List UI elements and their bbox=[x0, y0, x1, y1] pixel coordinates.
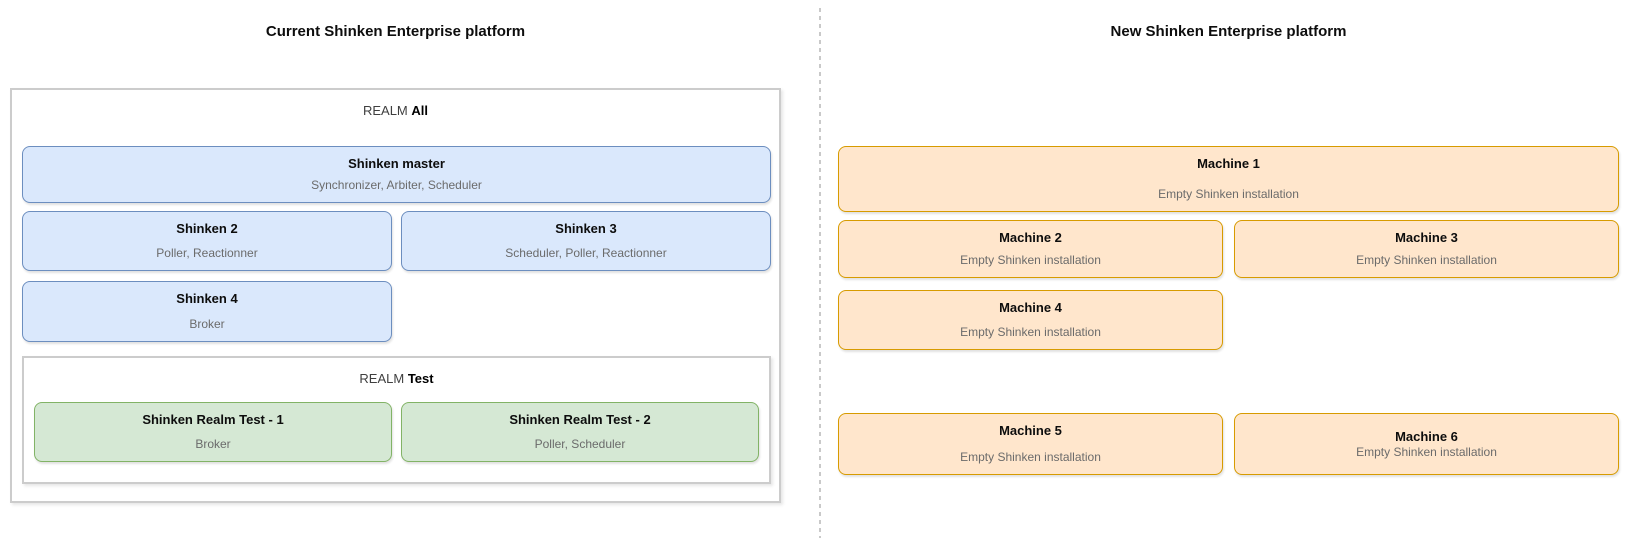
realm-test-label: REALM Test bbox=[24, 370, 769, 388]
realm-all-label: REALM All bbox=[12, 102, 779, 120]
node-title: Machine 3 bbox=[1395, 230, 1458, 245]
node-title: Shinken 2 bbox=[176, 221, 238, 236]
node-machine-5: Machine 5 Empty Shinken installation bbox=[838, 413, 1223, 475]
node-subtitle: Synchronizer, Arbiter, Scheduler bbox=[311, 178, 482, 192]
node-title: Shinken Realm Test - 1 bbox=[142, 412, 284, 427]
node-shinken-master: Shinken master Synchronizer, Arbiter, Sc… bbox=[22, 146, 771, 203]
node-subtitle: Broker bbox=[189, 317, 225, 331]
node-subtitle: Poller, Reactionner bbox=[156, 246, 258, 260]
node-subtitle: Empty Shinken installation bbox=[960, 450, 1101, 464]
panel-divider-dashed-line bbox=[819, 8, 821, 538]
shinken-row-4: Shinken 4 Broker bbox=[22, 281, 771, 342]
node-title: Shinken Realm Test - 2 bbox=[509, 412, 651, 427]
realm-test-container: REALM Test Shinken Realm Test - 1 Broker… bbox=[22, 356, 771, 484]
node-title: Machine 1 bbox=[1197, 156, 1260, 171]
node-subtitle: Empty Shinken installation bbox=[960, 253, 1101, 267]
node-machine-1: Machine 1 Empty Shinken installation bbox=[838, 146, 1619, 212]
realm-all-label-prefix: REALM bbox=[362, 103, 408, 118]
node-title: Machine 2 bbox=[999, 230, 1062, 245]
node-title: Machine 5 bbox=[999, 423, 1062, 438]
node-subtitle: Empty Shinken installation bbox=[1158, 187, 1299, 201]
node-machine-2: Machine 2 Empty Shinken installation bbox=[838, 220, 1223, 278]
node-shinken-3: Shinken 3 Scheduler, Poller, Reactionner bbox=[401, 211, 771, 271]
node-subtitle: Empty Shinken installation bbox=[1356, 253, 1497, 267]
realm-test-label-name: Test bbox=[407, 371, 434, 386]
realm-test-label-prefix: REALM bbox=[359, 371, 405, 386]
node-title: Shinken master bbox=[348, 156, 445, 171]
shinken-row-2-3: Shinken 2 Poller, Reactionner Shinken 3 … bbox=[22, 211, 771, 271]
node-shinken-realm-test-1: Shinken Realm Test - 1 Broker bbox=[34, 402, 392, 462]
node-subtitle: Poller, Scheduler bbox=[534, 437, 626, 451]
node-title: Machine 6 bbox=[1395, 429, 1458, 444]
node-subtitle: Scheduler, Poller, Reactionner bbox=[505, 246, 667, 260]
node-subtitle: Empty Shinken installation bbox=[960, 325, 1101, 339]
node-shinken-4: Shinken 4 Broker bbox=[22, 281, 392, 342]
node-shinken-realm-test-2: Shinken Realm Test - 2 Poller, Scheduler bbox=[401, 402, 759, 462]
realm-test-row: Shinken Realm Test - 1 Broker Shinken Re… bbox=[34, 402, 759, 462]
node-title: Shinken 3 bbox=[555, 221, 617, 236]
node-shinken-2: Shinken 2 Poller, Reactionner bbox=[22, 211, 392, 271]
node-subtitle: Broker bbox=[195, 437, 231, 451]
realm-all-container: REALM All Shinken master Synchronizer, A… bbox=[10, 88, 781, 503]
node-title: Shinken 4 bbox=[176, 291, 238, 306]
realm-all-label-name: All bbox=[411, 103, 429, 118]
node-machine-4: Machine 4 Empty Shinken installation bbox=[838, 290, 1223, 350]
node-machine-6: Machine 6 Empty Shinken installation bbox=[1234, 413, 1619, 475]
right-panel-title: New Shinken Enterprise platform bbox=[1110, 23, 1347, 40]
node-machine-3: Machine 3 Empty Shinken installation bbox=[1234, 220, 1619, 278]
node-subtitle: Empty Shinken installation bbox=[1356, 445, 1497, 459]
left-panel-title: Current Shinken Enterprise platform bbox=[265, 23, 526, 40]
node-title: Machine 4 bbox=[999, 300, 1062, 315]
